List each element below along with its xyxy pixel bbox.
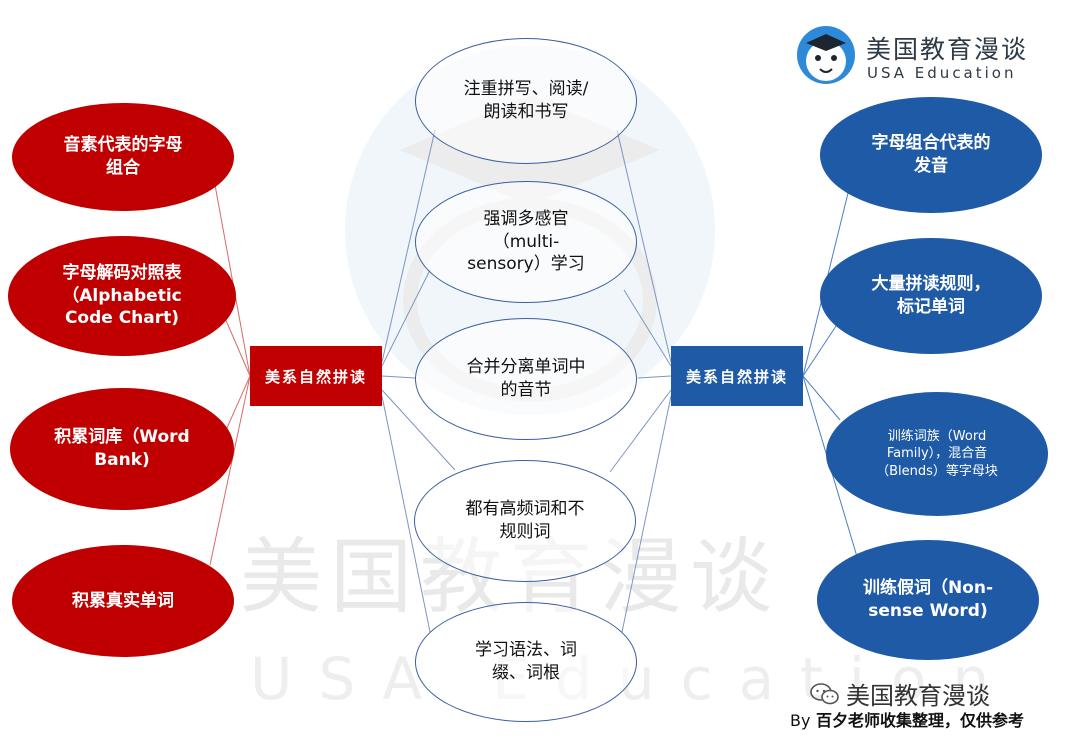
shared-node-high-frequency-words: 都有高频词和不 规则词 [414,460,636,582]
connector-line [623,289,672,367]
right-node-word-family-blends: 训练词族（Word Family），混合音 （Blends）等字母块 [826,392,1048,516]
shared-node-spelling-reading-writing: 注重拼写、阅读/ 朗读和书写 [415,38,637,164]
connector-line [381,129,436,363]
credit-text: 百夕老师收集整理，仅供参考 [816,711,1025,730]
connector-line [381,389,456,471]
left-hub-american-phonics: 美系自然拼读 [250,346,382,406]
shared-node-grammar-affixes-roots: 学习语法、词 缀、词根 [415,602,637,722]
connector-line [802,319,841,377]
right-node-spelling-rules: 大量拼读规则， 标记单词 [820,238,1042,354]
right-node-nonsense-words: 训练假词（Non- sense Word) [817,540,1039,660]
connector-line [381,375,416,379]
wechat-icon [810,682,839,704]
right-node-letter-combo-sounds: 字母组合代表的 发音 [820,97,1042,213]
wechat-account: 美国教育漫谈 [810,676,990,711]
connector-line [209,375,251,566]
connector-line [609,389,672,473]
right-hub-american-phonics: 美系自然拼读 [671,346,803,406]
connector-line [381,269,431,367]
left-node-word-bank: 积累词库（Word Bank) [10,388,234,510]
credit-by: By [790,711,811,730]
left-node-real-words: 积累真实单词 [12,545,234,657]
connector-line [637,375,672,379]
connector-line [621,395,672,633]
shared-node-multisensory: 强调多感官 （multi- sensory）学习 [415,181,637,303]
logo-name-cn: 美国教育漫谈 [866,35,1029,64]
shared-node-syllables: 合并分离单词中 的音节 [415,318,637,440]
connector-line [616,129,672,363]
logo-name-en: USA Education [867,64,1017,82]
connector-line [802,375,841,421]
credit-line: By 百夕老师收集整理，仅供参考 [790,707,1024,731]
left-node-phoneme-letters: 音素代表的字母 组合 [12,103,234,211]
owl-logo-icon [797,26,855,84]
wechat-account-name: 美国教育漫谈 [846,682,990,710]
left-node-alphabetic-code-chart: 字母解码对照表 （Alphabetic Code Chart) [8,236,236,356]
connector-line [381,395,431,633]
